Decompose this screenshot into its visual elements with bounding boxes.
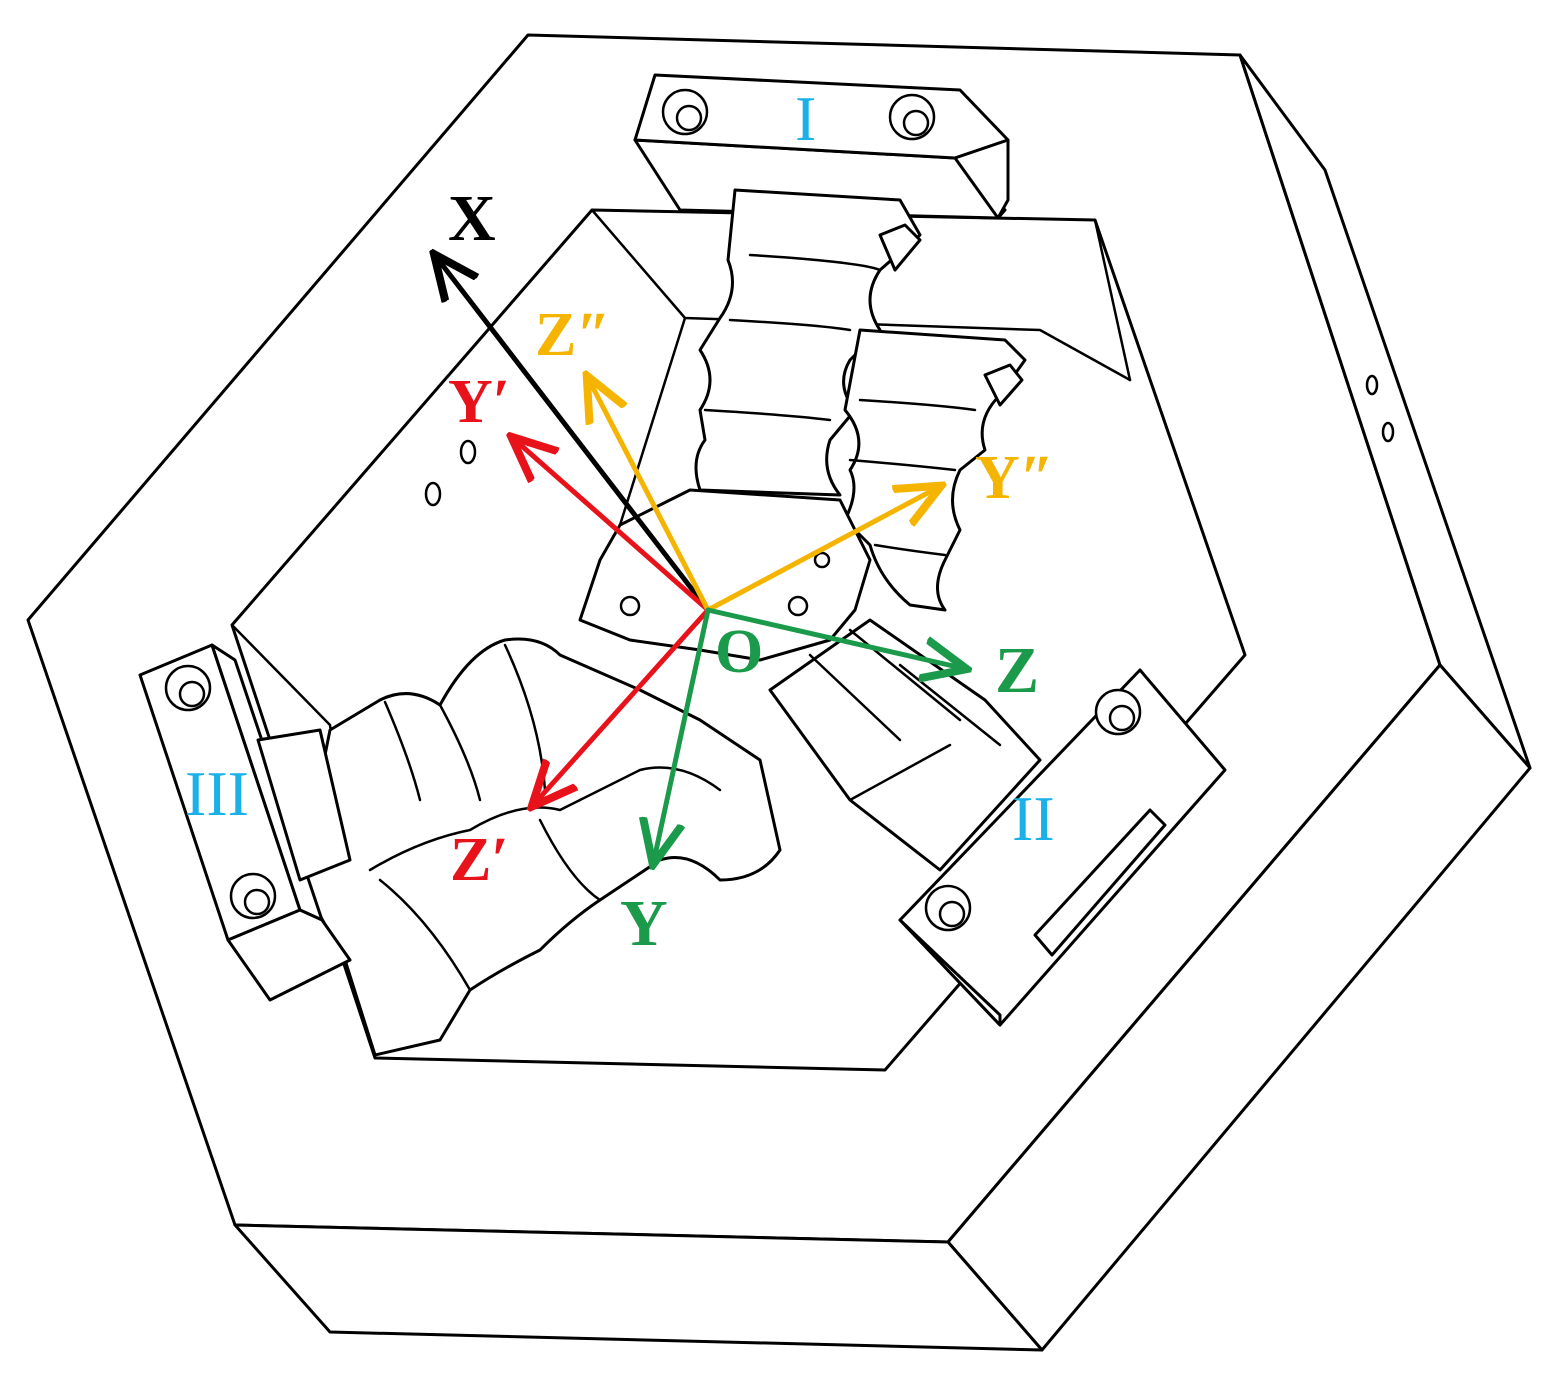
clamp-block-3 xyxy=(138,643,352,1002)
left-wavy-insert xyxy=(298,637,782,1057)
label-origin: O xyxy=(715,618,763,686)
label-roman-2: II xyxy=(1012,783,1055,854)
y-double-prime-axis-arrow xyxy=(705,488,937,613)
clamp-block-2 xyxy=(898,668,1227,1027)
side-hole xyxy=(1381,421,1395,443)
slot xyxy=(1033,808,1167,957)
label-y-prime: Y′ xyxy=(448,368,510,436)
label-z-prime: Z′ xyxy=(450,826,509,894)
clamp-block-1 xyxy=(633,73,1010,220)
side-hole xyxy=(1365,374,1379,396)
label-x: X xyxy=(448,182,496,255)
core-hole xyxy=(813,551,831,569)
z-prime-axis-arrow xyxy=(535,607,711,803)
axis-labels: X Y′ Z″ Y″ O Z Z′ Y I II III xyxy=(185,83,1055,960)
pocket-hole xyxy=(424,481,442,507)
label-z-double-prime: Z″ xyxy=(535,301,611,369)
y-prime-axis-arrow xyxy=(515,440,711,613)
upper-wavy-insert xyxy=(694,188,1027,612)
core-hole xyxy=(619,595,641,617)
label-z: Z xyxy=(995,634,1039,707)
label-y-double-prime: Y″ xyxy=(975,444,1054,512)
label-roman-1: I xyxy=(795,83,816,154)
z-axis-arrow xyxy=(705,607,962,668)
core-hole xyxy=(787,595,809,617)
label-roman-3: III xyxy=(185,758,249,829)
x-axis-arrow xyxy=(437,258,711,613)
label-y: Y xyxy=(620,887,668,960)
coordinate-axes xyxy=(437,258,962,860)
clamp-3-slot xyxy=(256,728,352,882)
z-double-prime-axis-arrow xyxy=(589,380,711,613)
y-axis-arrow xyxy=(654,607,711,860)
pocket-hole xyxy=(459,439,477,465)
center-core xyxy=(578,488,872,662)
